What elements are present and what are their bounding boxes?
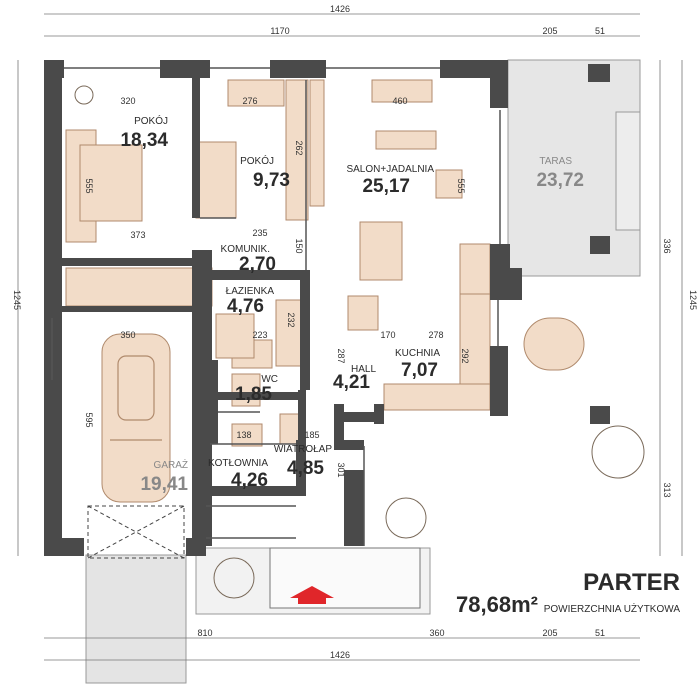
dim-bottom-right1: 205	[542, 628, 557, 638]
dim-left-side: 1245	[12, 290, 22, 310]
dim-bottom-right2: 51	[595, 628, 605, 638]
room-kotlownia-area: 4,26	[231, 470, 268, 491]
dim-right-lower: 313	[662, 482, 672, 497]
dim-320: 320	[120, 96, 135, 106]
furniture-fills	[65, 79, 585, 503]
dim-138: 138	[236, 430, 251, 440]
dim-top-mid: 205	[542, 26, 557, 36]
dim-bottom-total: 1426	[330, 650, 350, 660]
dim-350: 350	[120, 330, 135, 340]
garage-door	[87, 505, 185, 559]
room-pokoj2-area: 9,73	[253, 170, 290, 191]
room-wiatrolap-name: WIATROŁAP	[274, 444, 332, 455]
dim-223: 223	[252, 330, 267, 340]
room-pokoj2-name: POKÓJ	[240, 154, 274, 167]
plan-subtitle: POWIERZCHNIA UŻYTKOWA	[544, 602, 681, 615]
thin-lines	[51, 67, 501, 546]
dim-292: 292	[460, 348, 470, 363]
dim-595: 595	[84, 412, 94, 427]
plan-title: PARTER	[583, 569, 680, 596]
dim-232: 232	[286, 312, 296, 327]
room-kuchnia-name: KUCHNIA	[395, 348, 440, 359]
room-kotlownia-name: KOTŁOWNIA	[208, 458, 268, 469]
dimension-labels: 1426 1170 205 51 810 360 205 51 1426 124…	[12, 4, 698, 660]
room-pokoj1-area: 18,34	[120, 130, 168, 151]
dimension-lines	[17, 13, 683, 661]
dim-262: 262	[294, 140, 304, 155]
room-salon-area: 25,17	[362, 176, 410, 197]
dim-bottom-mid: 360	[429, 628, 444, 638]
dim-373: 373	[130, 230, 145, 240]
room-lazienka-area: 4,76	[227, 296, 264, 317]
room-labels: POKÓJ 18,34 POKÓJ 9,73 SALON+JADALNIA 25…	[120, 114, 584, 495]
dim-top-inner: 1170	[270, 26, 289, 36]
path-paving	[85, 554, 187, 684]
room-pokoj1-name: POKÓJ	[134, 114, 168, 127]
dim-301: 301	[336, 462, 346, 477]
dim-460: 460	[392, 96, 407, 106]
dim-185: 185	[304, 430, 319, 440]
room-wc-area: 1,85	[235, 384, 272, 405]
dim-235: 235	[252, 228, 267, 238]
dim-top-right: 51	[595, 26, 605, 36]
room-komunik-area: 2,70	[239, 254, 276, 275]
room-hall-name: HALL	[351, 364, 376, 375]
room-komunik-name: KOMUNIK.	[221, 244, 270, 255]
dim-right-terrace: 336	[662, 238, 672, 253]
dim-278: 278	[428, 330, 443, 340]
entrance-arrow-icon	[290, 586, 334, 604]
dim-right-side: 1245	[688, 290, 698, 310]
dim-170: 170	[380, 330, 395, 340]
room-garaz-area: 19,41	[140, 474, 188, 495]
dim-top-total: 1426	[330, 4, 350, 14]
room-kuchnia-area: 7,07	[401, 360, 438, 381]
room-taras-name: TARAS	[539, 156, 572, 167]
dim-555b: 555	[456, 178, 466, 193]
room-wiatrolap-area: 4,85	[287, 458, 324, 479]
dim-287: 287	[336, 348, 346, 363]
room-wc-name: WC	[261, 374, 278, 385]
car-outline	[110, 355, 162, 441]
plant-icon	[74, 85, 645, 599]
total-area: 78,68m²	[456, 592, 538, 617]
entrance-step	[269, 547, 421, 609]
dim-150: 150	[294, 238, 304, 253]
room-salon-name: SALON+JADALNIA	[346, 164, 434, 175]
room-garaz-name: GARAŻ	[154, 458, 188, 471]
room-hall-area: 4,21	[333, 372, 370, 393]
dim-276: 276	[242, 96, 257, 106]
walls	[44, 60, 610, 556]
dim-bottom-left: 810	[197, 628, 212, 638]
terrace-step	[615, 111, 641, 231]
room-taras-area: 23,72	[536, 170, 584, 191]
room-lazienka-name: ŁAZIENKA	[226, 286, 275, 297]
dim-555: 555	[84, 178, 94, 193]
